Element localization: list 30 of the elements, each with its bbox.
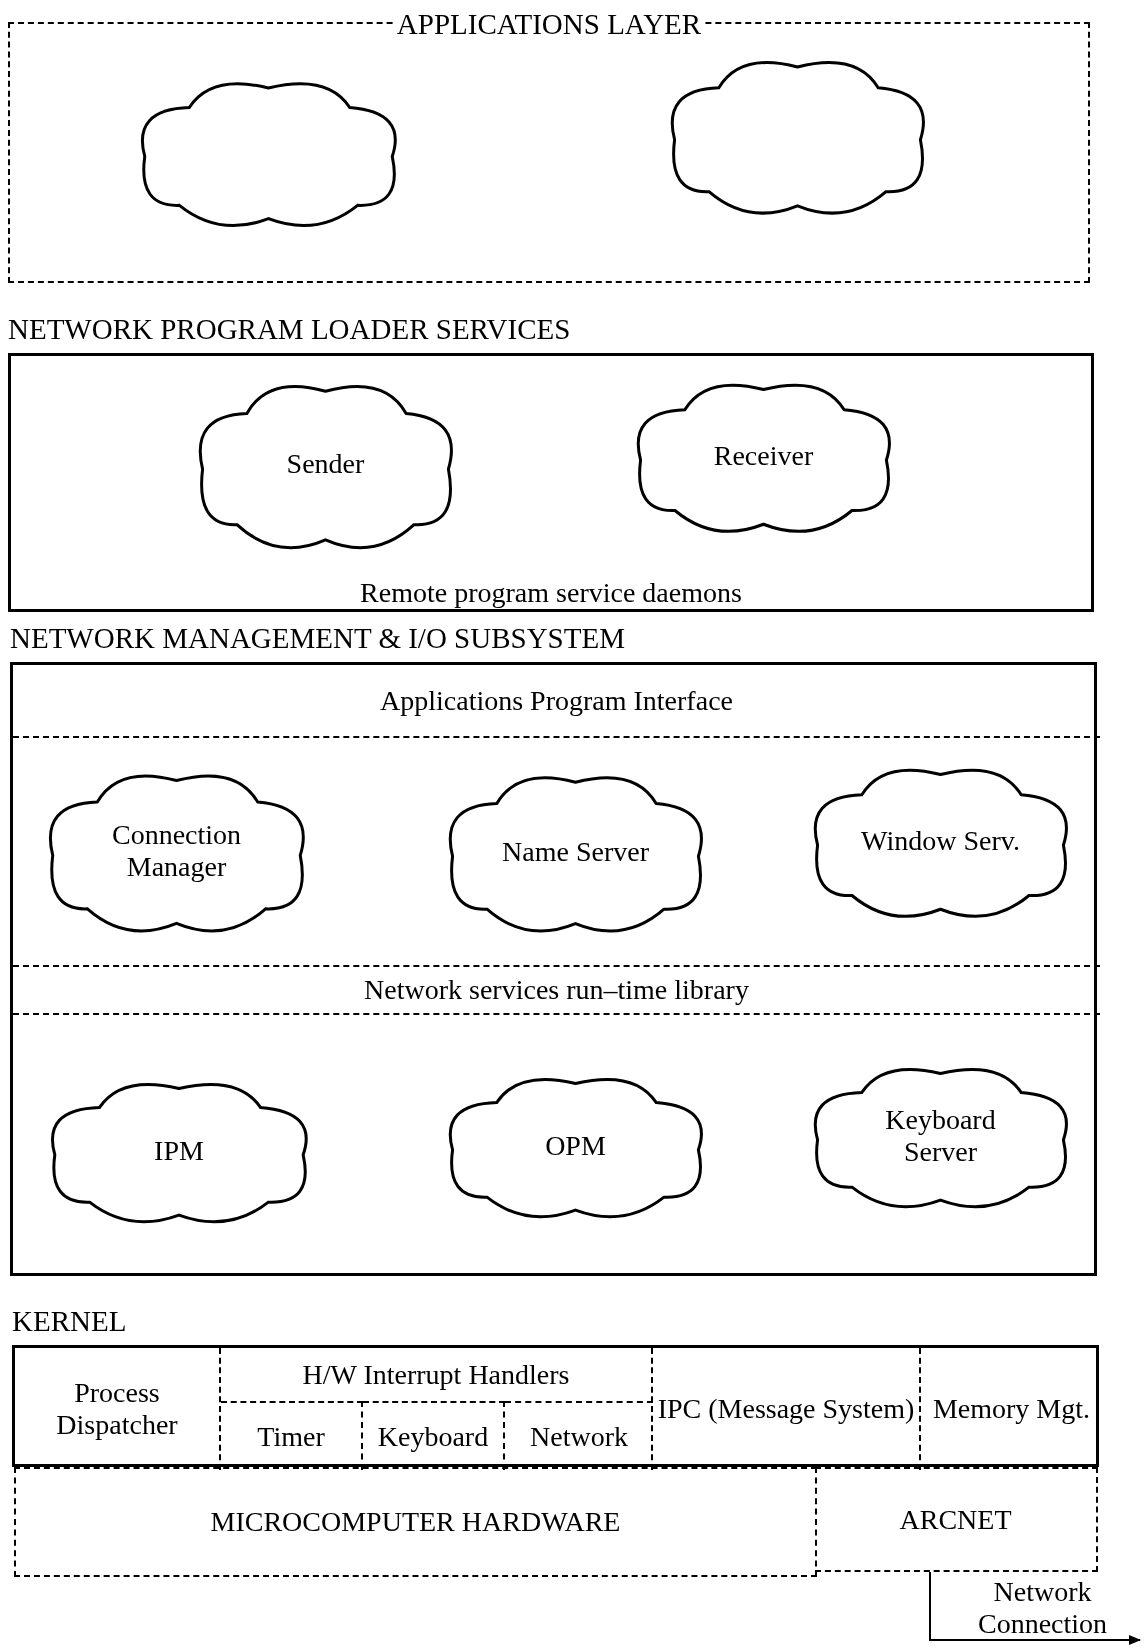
cloud-label: Window Serv. [861,824,1020,856]
cloud-label: Receiver [713,439,814,471]
cell-text: Timer [256,1420,326,1453]
table-cell [363,1401,505,1470]
cell-text: MICROCOMPUTER HARDWARE [209,1506,622,1538]
table-cell [221,1348,653,1470]
cell-text: Keyboard [376,1420,490,1453]
cell-text: ARCNET [898,1503,1013,1536]
cloud-label: Connection Manager [111,818,242,882]
cell-text: H/W Interrupt Handlers [302,1358,570,1391]
cell-text: Applications Program Interface [379,684,734,717]
layer-heading: NETWORK MANAGEMENT & I/O SUBSYSTEM [10,622,625,654]
table-cell [221,1401,363,1470]
cloud-label: Name Server [502,835,649,867]
layer-heading: KERNEL [12,1305,127,1337]
layer-heading: NETWORK PROGRAM LOADER SERVICES [8,313,571,345]
cell-text: IPC (Message System) [656,1393,916,1425]
cell-text: Network [529,1420,629,1453]
dashed-box [815,1467,1098,1572]
cloud-label: Keyboard Server [885,1103,996,1167]
cloud-label: OPM [545,1129,606,1161]
cell-text: Process Dispatcher [55,1377,179,1441]
cell-text: Network services run–time library [363,974,750,1006]
box-caption: Remote program service daemons [360,577,742,609]
arrow [929,1571,1141,1645]
cloud-label: Sender [286,448,365,479]
cell-text: Memory Mgt. [931,1393,1092,1425]
dashed-box [14,1467,817,1577]
cloud-label: IPM [154,1134,204,1166]
layer-band [13,965,1100,1015]
